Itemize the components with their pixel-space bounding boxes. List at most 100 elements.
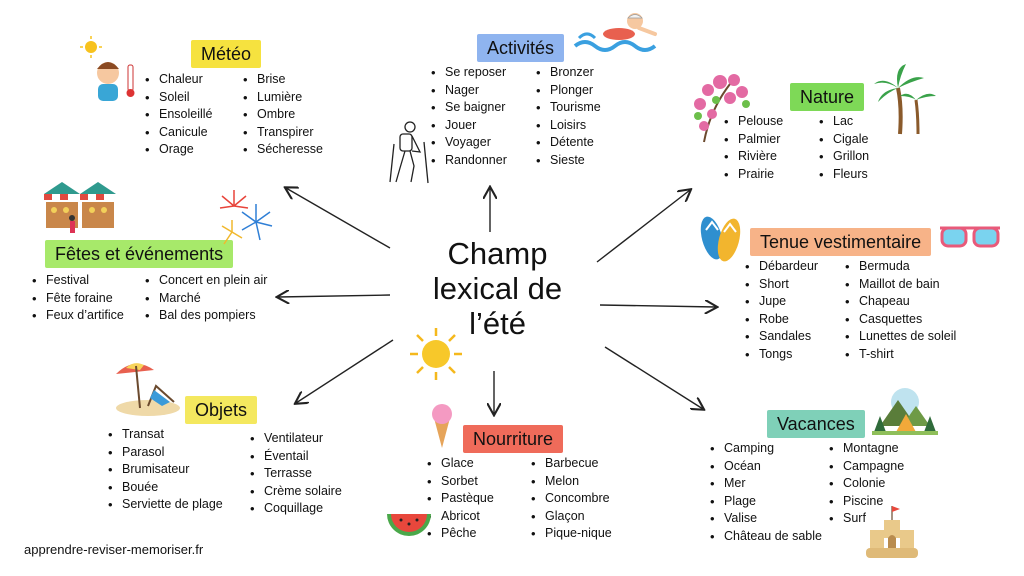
nature-list-1: Pelouse Palmier Rivière Prairie <box>724 113 783 183</box>
list-item: Tourisme <box>536 99 601 117</box>
list-item: Ventilateur <box>250 430 342 448</box>
arrow-nature <box>596 190 690 263</box>
list-item: Brumisateur <box>108 461 223 479</box>
arrow-tenue <box>599 305 716 307</box>
list-item: Bronzer <box>536 64 601 82</box>
sandcastle-icon <box>866 506 918 558</box>
arrow-fetes <box>278 295 391 297</box>
list-item: Sorbet <box>427 473 494 491</box>
list-item: Orage <box>145 141 213 159</box>
list-item: Glace <box>427 455 494 473</box>
list-item: Campagne <box>829 458 904 476</box>
list-item: Barbecue <box>531 455 612 473</box>
list-item: Sandales <box>745 328 818 346</box>
list-item: Chapeau <box>845 293 956 311</box>
list-item: Se reposer <box>431 64 507 82</box>
list-item: Surf <box>829 510 904 528</box>
list-item: Lumière <box>243 89 323 107</box>
list-item: Ombre <box>243 106 323 124</box>
list-item: Pique-nique <box>531 525 612 543</box>
list-item: Mer <box>710 475 822 493</box>
list-item: T-shirt <box>845 346 956 364</box>
fetes-list-2: Concert en plein air Marché Bal des pomp… <box>145 272 267 325</box>
list-item: Piscine <box>829 493 904 511</box>
tenue-list-1: Débardeur Short Jupe Robe Sandales Tongs <box>745 258 818 364</box>
list-item: Camping <box>710 440 822 458</box>
list-item: Maillot de bain <box>845 276 956 294</box>
list-item: Se baigner <box>431 99 507 117</box>
activites-list-2: Bronzer Plonger Tourisme Loisirs Détente… <box>536 64 601 170</box>
list-item: Océan <box>710 458 822 476</box>
list-item: Concert en plein air <box>145 272 267 290</box>
nourriture-list-1: Glace Sorbet Pastèque Abricot Pêche <box>427 455 494 543</box>
list-item: Canicule <box>145 124 213 142</box>
list-item: Coquillage <box>250 500 342 518</box>
list-item: Tongs <box>745 346 818 364</box>
activites-label: Activités <box>477 34 565 62</box>
list-item: Serviette de plage <box>108 496 223 514</box>
fireworks-icon <box>219 190 273 245</box>
beach-chair-icon <box>116 363 180 416</box>
list-item: Glaçon <box>531 508 612 526</box>
nature-list-2: Lac Cigale Grillon Fleurs <box>819 113 869 183</box>
list-item: Robe <box>745 311 818 329</box>
list-item: Festival <box>32 272 124 290</box>
list-item: Grillon <box>819 148 869 166</box>
vacances-list-2: Montagne Campagne Colonie Piscine Surf <box>829 440 904 528</box>
list-item: Montagne <box>829 440 904 458</box>
list-item: Fête foraine <box>32 290 124 308</box>
list-item: Melon <box>531 473 612 491</box>
list-item: Nager <box>431 82 507 100</box>
flip-flops-icon <box>700 216 741 262</box>
center-title: Champ lexical de l’été <box>432 236 563 341</box>
meteo-label: Météo <box>191 40 262 68</box>
nourriture-list-2: Barbecue Melon Concombre Glaçon Pique-ni… <box>531 455 612 543</box>
fetes-label: Fêtes et événements <box>45 240 234 268</box>
vacances-list-1: Camping Océan Mer Plage Valise Château d… <box>710 440 822 546</box>
fetes-list-1: Festival Fête foraine Feux d’artifice <box>32 272 124 325</box>
list-item: Sieste <box>536 152 601 170</box>
arrow-vacances <box>604 346 703 409</box>
sun-icon <box>410 328 462 380</box>
footer-website: apprendre-reviser-memoriser.fr <box>24 542 204 557</box>
meteo-list-2: Brise Lumière Ombre Transpirer Sécheress… <box>243 71 323 159</box>
list-item: Détente <box>536 134 601 152</box>
list-item: Pelouse <box>724 113 783 131</box>
meteo-list-1: Chaleur Soleil Ensoleillé Canicule Orage <box>145 71 213 159</box>
ice-cream-icon <box>432 404 452 448</box>
activites-list-1: Se reposer Nager Se baigner Jouer Voyage… <box>431 64 507 170</box>
arrow-objets <box>296 339 394 403</box>
list-item: Loisirs <box>536 117 601 135</box>
list-item: Bermuda <box>845 258 956 276</box>
list-item: Transpirer <box>243 124 323 142</box>
vacances-label: Vacances <box>767 410 865 438</box>
list-item: Pêche <box>427 525 494 543</box>
objets-list-1: Transat Parasol Brumisateur Bouée Servie… <box>108 426 223 514</box>
market-stalls-icon <box>44 182 116 233</box>
list-item: Cigale <box>819 131 869 149</box>
list-item: Plage <box>710 493 822 511</box>
list-item: Château de sable <box>710 528 822 546</box>
list-item: Palmier <box>724 131 783 149</box>
hot-kid-icon <box>80 36 135 101</box>
list-item: Casquettes <box>845 311 956 329</box>
sunglasses-icon <box>940 226 1000 248</box>
list-item: Transat <box>108 426 223 444</box>
list-item: Marché <box>145 290 267 308</box>
nourriture-label: Nourriture <box>463 425 564 453</box>
camping-tent-icon <box>872 388 938 435</box>
list-item: Feux d’artifice <box>32 307 124 325</box>
list-item: Jouer <box>431 117 507 135</box>
list-item: Crème solaire <box>250 483 342 501</box>
nature-label: Nature <box>790 83 865 111</box>
list-item: Fleurs <box>819 166 869 184</box>
list-item: Sécheresse <box>243 141 323 159</box>
list-item: Soleil <box>145 89 213 107</box>
list-item: Terrasse <box>250 465 342 483</box>
palm-tree-icon <box>874 64 936 135</box>
list-item: Concombre <box>531 490 612 508</box>
swimmer-icon <box>573 13 657 52</box>
list-item: Chaleur <box>145 71 213 89</box>
objets-list-2: Ventilateur Éventail Terrasse Crème sola… <box>250 430 342 518</box>
